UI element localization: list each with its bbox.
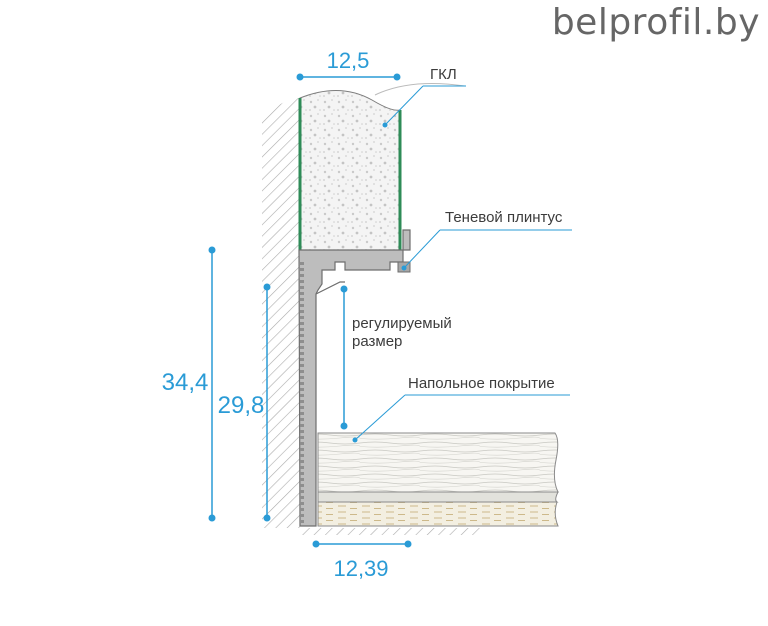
dimension-profile-width — [312, 540, 412, 548]
label-floor-covering: Напольное покрытие — [408, 375, 555, 392]
dimension-total-height-label: 34,4 — [162, 369, 209, 396]
wall-hatch — [262, 98, 480, 535]
dimension-gkl-width-label: 12,5 — [327, 48, 370, 73]
floor-covering — [317, 432, 559, 527]
callout-floor — [352, 394, 570, 443]
label-adjustable-line1: регулируемый — [352, 315, 452, 332]
callout-gkl — [382, 85, 466, 128]
dimension-adjustable — [340, 285, 348, 430]
label-adjustable-line2: размер — [352, 333, 402, 350]
dimension-gkl-width — [296, 73, 401, 81]
shadow-plinth-profile — [298, 229, 411, 527]
label-gkl: ГКЛ — [430, 66, 457, 83]
callout-shadow-plinth — [401, 229, 572, 271]
dimension-profile-height — [263, 283, 271, 522]
dimension-profile-width-label: 12,39 — [333, 556, 388, 581]
drywall-board — [298, 82, 466, 251]
dimension-profile-height-label: 29,8 — [218, 392, 265, 419]
brand-logo[interactable]: belprofil.by — [551, 2, 760, 43]
label-shadow-plinth: Теневой плинтус — [445, 209, 563, 226]
dimension-total-height — [208, 246, 216, 522]
